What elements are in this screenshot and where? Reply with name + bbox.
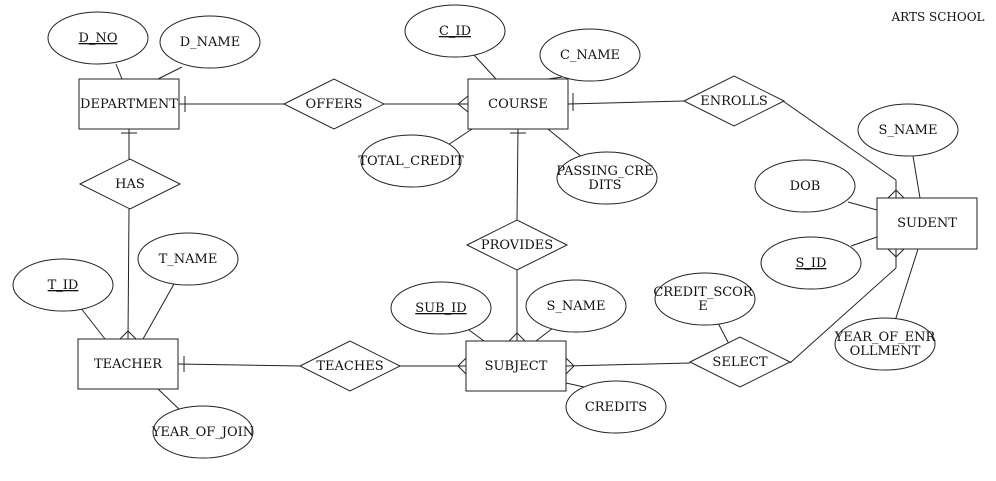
attribute-subject-s-name-label: S_NAME <box>547 299 606 314</box>
relationship-offers-label: OFFERS <box>306 97 363 112</box>
relationship-has[interactable]: HAS <box>78 158 182 210</box>
relationship-enrolls-label: ENROLLS <box>700 94 767 109</box>
attribute-t-name-label: T_NAME <box>159 252 218 267</box>
attribute-c-name[interactable]: C_NAME <box>539 28 641 82</box>
relationship-teaches[interactable]: TEACHES <box>298 340 402 392</box>
attribute-subject-s-name[interactable]: S_NAME <box>525 279 627 333</box>
relationship-has-label: HAS <box>115 177 145 192</box>
attribute-credits-label: CREDITS <box>585 400 647 415</box>
entity-student-label: SUDENT <box>897 216 957 231</box>
attribute-year-of-enrollment-line2: OLLMENT <box>850 344 921 359</box>
relationship-select[interactable]: SELECT <box>688 336 792 388</box>
attribute-dob-label: DOB <box>790 179 821 194</box>
attribute-t-name[interactable]: T_NAME <box>137 232 239 286</box>
attribute-c-id-label: C_ID <box>439 24 471 39</box>
diagram-title: ARTS SCHOOL <box>890 10 984 24</box>
attribute-passing-credits-line2: DITS <box>588 178 621 193</box>
attribute-credit-score[interactable]: CREDIT_SCOR E <box>653 272 756 326</box>
relationship-offers[interactable]: OFFERS <box>282 78 386 130</box>
attribute-t-id-label: T_ID <box>48 278 79 293</box>
attribute-c-name-label: C_NAME <box>560 48 620 63</box>
entity-subject[interactable]: SUBJECT <box>465 340 567 392</box>
entity-department-label: DEPARTMENT <box>80 97 178 112</box>
entity-department[interactable]: DEPARTMENT <box>78 78 180 130</box>
connector-lines <box>79 54 921 411</box>
attribute-c-id[interactable]: C_ID <box>404 4 506 58</box>
entity-teacher-label: TEACHER <box>94 357 163 372</box>
relationship-enrolls[interactable]: ENROLLS <box>682 75 786 127</box>
entity-subject-label: SUBJECT <box>485 359 548 374</box>
relationship-select-label: SELECT <box>712 355 767 370</box>
attribute-total-credit[interactable]: TOTAL_CREDIT <box>358 134 464 188</box>
attribute-t-id[interactable]: T_ID <box>12 258 114 312</box>
attribute-d-name[interactable]: D_NAME <box>159 15 261 69</box>
entity-course-label: COURSE <box>488 97 548 112</box>
attribute-sub-id-label: SUB_ID <box>415 301 466 316</box>
attribute-passing-credits-line1: PASSING_CRE <box>556 164 653 179</box>
attribute-d-no[interactable]: D_NO <box>47 11 149 65</box>
attribute-sub-id[interactable]: SUB_ID <box>390 281 492 335</box>
attribute-s-id[interactable]: S_ID <box>760 236 862 290</box>
entity-student[interactable]: SUDENT <box>876 197 978 250</box>
cardinality-marks <box>119 93 905 375</box>
attribute-student-s-name[interactable]: S_NAME <box>857 103 959 157</box>
attribute-credit-score-line1: CREDIT_SCOR <box>653 285 753 300</box>
entity-teacher[interactable]: TEACHER <box>77 338 179 390</box>
entity-course[interactable]: COURSE <box>467 78 569 130</box>
attribute-total-credit-label: TOTAL_CREDIT <box>358 154 464 169</box>
attribute-dob[interactable]: DOB <box>754 159 856 213</box>
attribute-year-of-join[interactable]: YEAR_OF_JOIN <box>151 405 254 459</box>
attribute-credits[interactable]: CREDITS <box>565 380 667 434</box>
relationship-provides[interactable]: PROVIDES <box>465 219 569 271</box>
attribute-d-name-label: D_NAME <box>180 35 241 50</box>
attribute-student-s-name-label: S_NAME <box>879 123 938 138</box>
attribute-year-of-enrollment[interactable]: YEAR_OF_ENR OLLMENT <box>834 317 937 371</box>
attribute-passing-credits[interactable]: PASSING_CRE DITS <box>556 151 658 205</box>
attribute-year-of-join-label: YEAR_OF_JOIN <box>151 425 254 440</box>
attribute-d-no-label: D_NO <box>79 31 118 46</box>
relationship-provides-label: PROVIDES <box>481 238 553 253</box>
attribute-s-id-label: S_ID <box>796 256 827 271</box>
attribute-year-of-enrollment-line1: YEAR_OF_ENR <box>834 330 937 345</box>
relationship-teaches-label: TEACHES <box>316 359 383 374</box>
attribute-credit-score-line2: E <box>698 299 708 314</box>
